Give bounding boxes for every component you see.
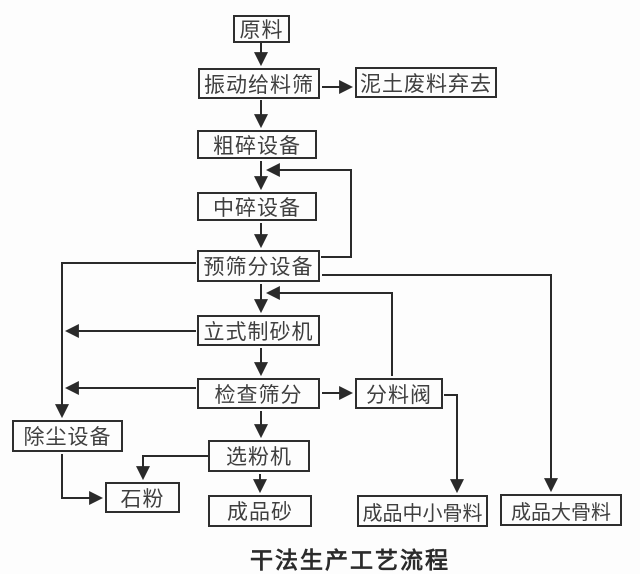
node-pre-screening: 预筛分设备	[197, 250, 320, 282]
node-finished-mid-small-aggregate: 成品中小骨料	[357, 495, 488, 527]
edge-valve-to-midsmall	[444, 394, 464, 494]
edge-valve-return-to-sandmaker	[265, 286, 393, 376]
node-raw-material: 原料	[233, 15, 290, 43]
node-finished-sand: 成品砂	[208, 495, 312, 527]
edge-prescreen-to-dust	[55, 262, 196, 419]
node-vibrating-feeder-screen: 振动给料筛	[198, 68, 320, 99]
edge-dust-to-stonepowder	[61, 454, 104, 505]
diagram-caption: 干法生产工艺流程	[250, 547, 450, 573]
node-waste-soil-discard: 泥土废料弃去	[355, 67, 497, 98]
edge-prescreen-return-to-medium	[265, 163, 352, 258]
node-dust-collector: 除尘设备	[12, 420, 123, 452]
edge-separator-to-stonepowder	[136, 455, 208, 481]
node-vertical-sand-maker: 立式制砂机	[197, 315, 320, 346]
node-stone-powder: 石粉	[105, 482, 180, 513]
node-finished-large-aggregate: 成品大骨料	[500, 494, 622, 526]
node-coarse-crusher: 粗碎设备	[197, 130, 317, 159]
node-check-screening: 检查筛分	[197, 378, 320, 409]
node-powder-separator: 选粉机	[208, 440, 310, 472]
node-splitter-valve: 分料阀	[355, 378, 443, 409]
edge-prescreen-to-large	[322, 274, 558, 493]
node-medium-crusher: 中碎设备	[197, 192, 317, 221]
